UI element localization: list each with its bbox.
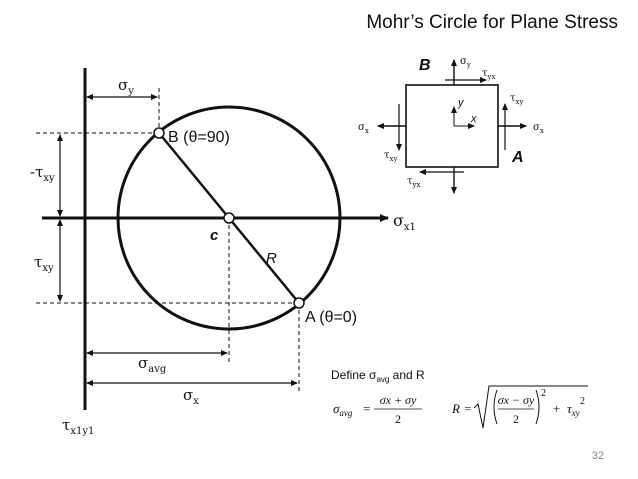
point-b-label: B (θ=90) [168, 129, 230, 146]
top-sigma-y-label: σy [460, 56, 471, 69]
element-square [405, 84, 499, 168]
sigma-x-label: σx [183, 386, 199, 407]
tau-x1y1-label: τx1y1 [62, 416, 94, 437]
neg-tau-xy-label: -τxy [30, 163, 55, 184]
bottom-tau-yx-label: τyx [407, 176, 421, 189]
tau-xy-label: τxy [34, 253, 54, 274]
center-label: c [210, 227, 219, 244]
top-tau-yx-label: τyx [482, 68, 496, 81]
avg-denominator: 2 [395, 412, 401, 426]
r-exponent: 2 [541, 388, 546, 399]
sigma-avg-label: σavg [138, 354, 167, 375]
dashed-guides [36, 88, 300, 392]
mohr-circle [116, 105, 342, 331]
avg-lhs: σavg [333, 401, 353, 418]
right-tau-xy-label: τxy [510, 93, 523, 106]
r-numerator: σx − σy [498, 393, 535, 407]
center-marker [223, 212, 235, 224]
r-denominator: 2 [513, 412, 519, 426]
avg-eq: = [363, 401, 370, 416]
stress-element: y x σy τyx B σx τxy A σx τxy [358, 56, 544, 194]
radius-label: R [266, 250, 277, 267]
define-text: Define σavg and R [331, 368, 425, 384]
r-tau: τxy [567, 401, 580, 418]
local-y-label: y [457, 97, 465, 109]
element-label-a: A [511, 149, 524, 166]
right-sigma-x-label: σx [533, 122, 544, 135]
element-label-b: B [419, 57, 431, 74]
r-lhs: R = [451, 401, 472, 416]
avg-numerator: σx + σy [380, 393, 417, 407]
formulas: Define σavg and R σavg = σx + σy 2 R = σ… [331, 368, 588, 429]
sigma-x1-label: σx1 [393, 211, 416, 233]
left-sigma-x-label: σx [358, 122, 369, 135]
local-x-label: x [470, 113, 477, 125]
slide-title: Mohr’s Circle for Plane Stress [366, 12, 618, 33]
page-number: 32 [591, 450, 604, 462]
left-tau-xy-label: τxy [384, 150, 397, 163]
r-plus: + [553, 401, 560, 416]
point-a-marker [293, 297, 305, 309]
r-tau-exponent: 2 [580, 396, 585, 407]
point-a-label: A (θ=0) [305, 309, 357, 326]
point-b-marker [153, 127, 165, 139]
sigma-y-label: σy [118, 76, 134, 97]
